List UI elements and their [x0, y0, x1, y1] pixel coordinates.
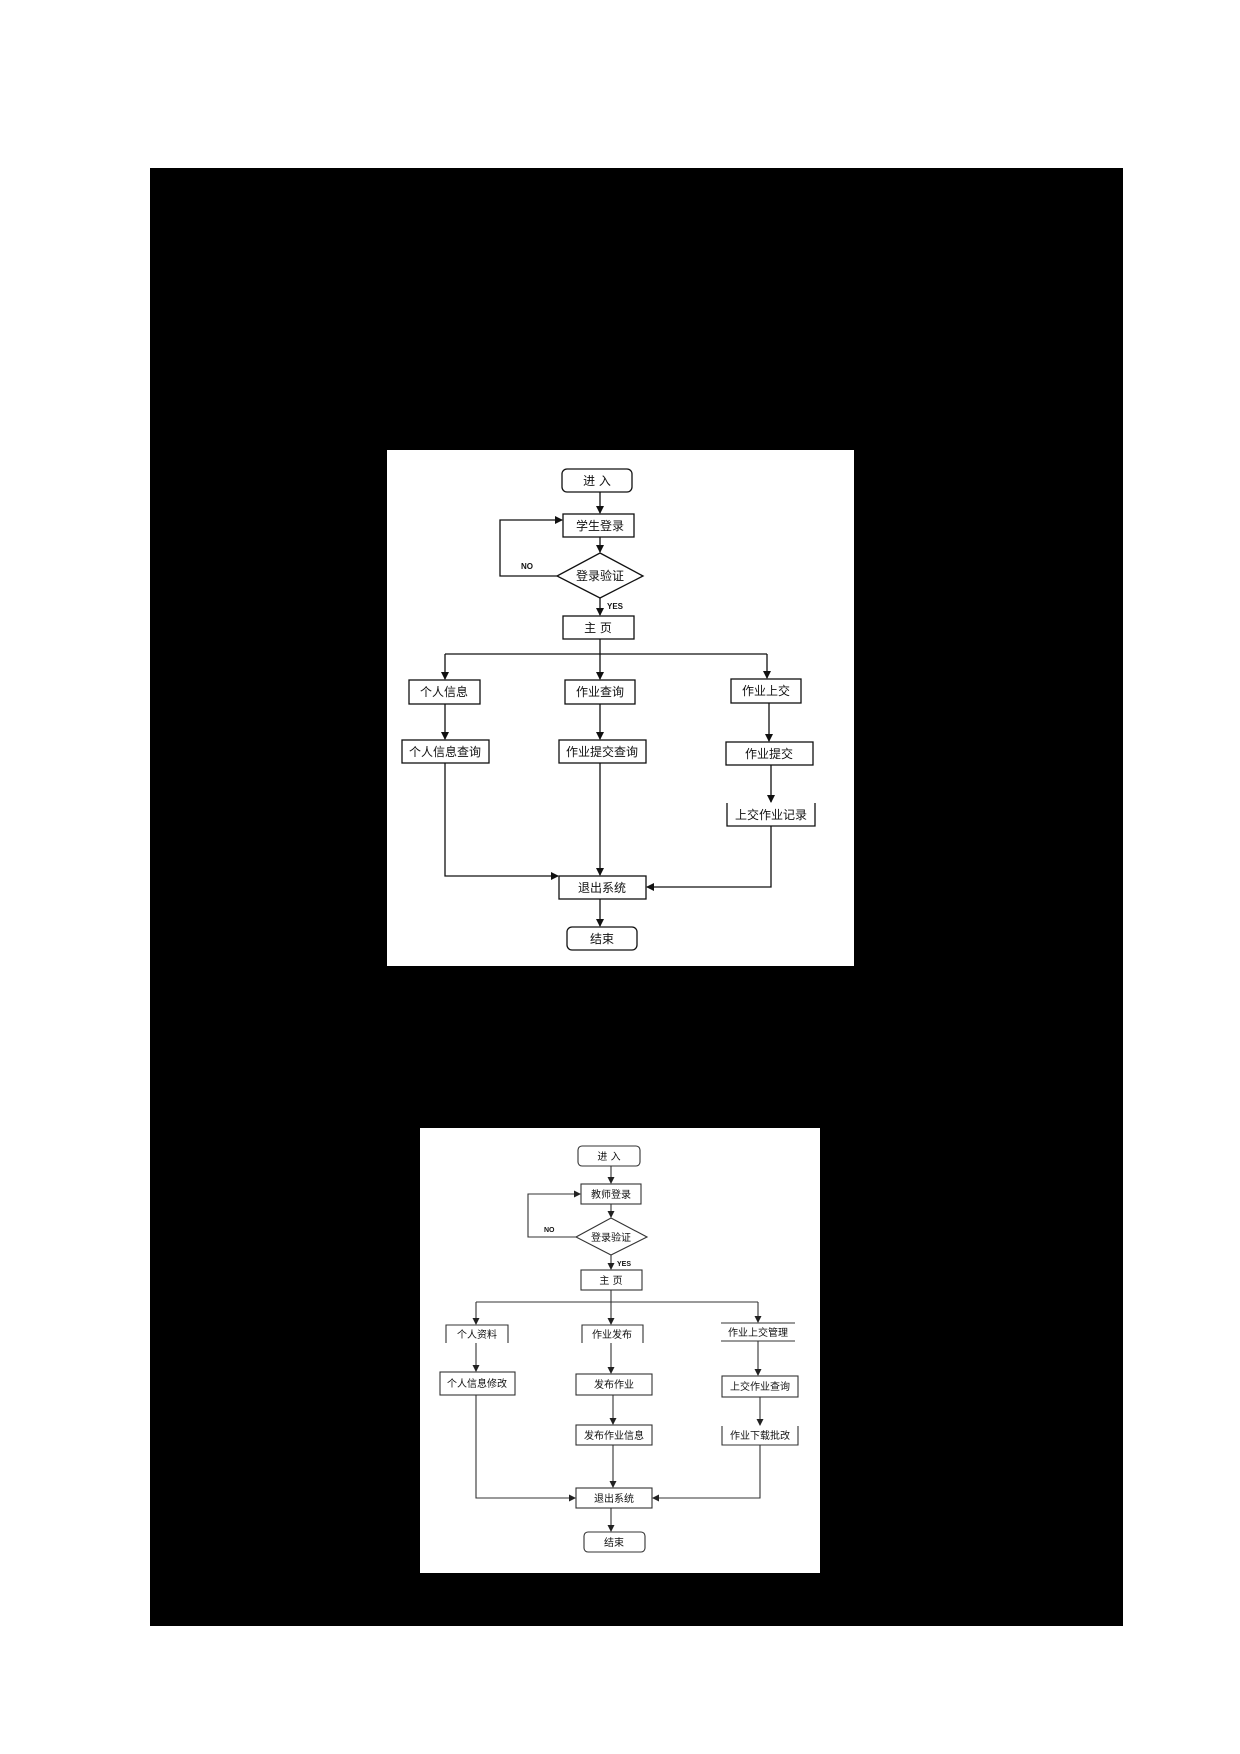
branch1-title-box — [445, 1324, 509, 1343]
branch3-step1-box — [721, 1375, 799, 1398]
login-label: 教师登录 — [591, 1188, 631, 1201]
yes-label: YES — [617, 1261, 631, 1268]
branch2-title-box — [581, 1324, 644, 1343]
end-terminal — [566, 926, 638, 951]
home-label: 主 页 — [584, 621, 612, 635]
branch3-step1: 上交作业查询 — [730, 1380, 790, 1393]
teacher-flowchart: 进 入 教师登录 登录验证 主 页 个人资料 作业发布 作业上交管理 个人信息修… — [439, 1145, 799, 1553]
teacher-flowchart-panel: 进 入 教师登录 登录验证 主 页 个人资料 作业发布 作业上交管理 个人信息修… — [420, 1128, 820, 1573]
branch3-step1: 作业提交 — [745, 746, 793, 761]
branch3-step2-box — [726, 803, 816, 827]
home-box — [562, 615, 635, 640]
login-box — [562, 513, 635, 538]
branch3-title-box — [730, 678, 802, 704]
home-label: 主 页 — [599, 1275, 622, 1287]
no-label: NO — [521, 562, 533, 571]
branch2-step1-box — [575, 1373, 653, 1396]
end-terminal — [583, 1531, 646, 1553]
branch2-step1: 作业提交查询 — [566, 744, 638, 759]
start-label: 进 入 — [583, 474, 611, 488]
branch1-title-box — [408, 679, 481, 705]
student-flowchart-panel: 进 入 学生登录 登录验证 主 页 个人信息 作业查询 作业上交 个人信息查询 … — [387, 450, 854, 966]
exit-label: 退出系统 — [594, 1492, 634, 1505]
branch3-title: 作业上交 — [742, 683, 790, 698]
start-terminal — [561, 468, 633, 493]
exit-box — [575, 1487, 653, 1509]
yes-label: YES — [607, 602, 624, 611]
end-label: 结束 — [604, 1536, 624, 1549]
branch2-step2-box — [575, 1424, 653, 1446]
login-box — [580, 1183, 642, 1205]
exit-box — [558, 875, 647, 900]
start-terminal — [577, 1145, 641, 1167]
branch3-step2-box — [721, 1426, 799, 1446]
exit-label: 退出系统 — [578, 881, 626, 895]
branch1-title: 个人资料 — [457, 1328, 497, 1341]
branch2-step1: 发布作业 — [594, 1378, 634, 1391]
student-flowchart: 进 入 学生登录 登录验证 主 页 个人信息 作业查询 作业上交 个人信息查询 … — [401, 468, 816, 951]
verify-label: 登录验证 — [576, 568, 624, 583]
branch1-step1: 个人信息修改 — [447, 1377, 507, 1390]
verify-diamond — [555, 552, 645, 599]
verify-diamond — [574, 1217, 649, 1256]
branch3-title-box — [721, 1322, 795, 1342]
branch3-step2: 作业下载批改 — [730, 1429, 790, 1442]
branch2-step2: 发布作业信息 — [584, 1429, 644, 1442]
branch2-title-box — [564, 679, 636, 705]
branch2-title: 作业查询 — [576, 685, 624, 699]
branch3-title: 作业上交管理 — [728, 1326, 788, 1339]
home-box — [580, 1269, 643, 1291]
branch1-step1: 个人信息查询 — [409, 744, 481, 759]
login-label: 学生登录 — [576, 518, 624, 533]
branch1-step1-box — [439, 1371, 516, 1396]
branch1-title: 个人信息 — [420, 684, 468, 699]
verify-label: 登录验证 — [591, 1231, 631, 1244]
branch3-step1-box — [725, 741, 814, 766]
branch1-step1-box — [401, 739, 490, 764]
branch2-title: 作业发布 — [592, 1328, 632, 1341]
branch2-step1-box — [558, 739, 647, 764]
branch3-step2: 上交作业记录 — [735, 807, 807, 822]
end-label: 结束 — [590, 932, 614, 946]
no-label: NO — [544, 1227, 555, 1234]
start-label: 进 入 — [597, 1151, 620, 1163]
